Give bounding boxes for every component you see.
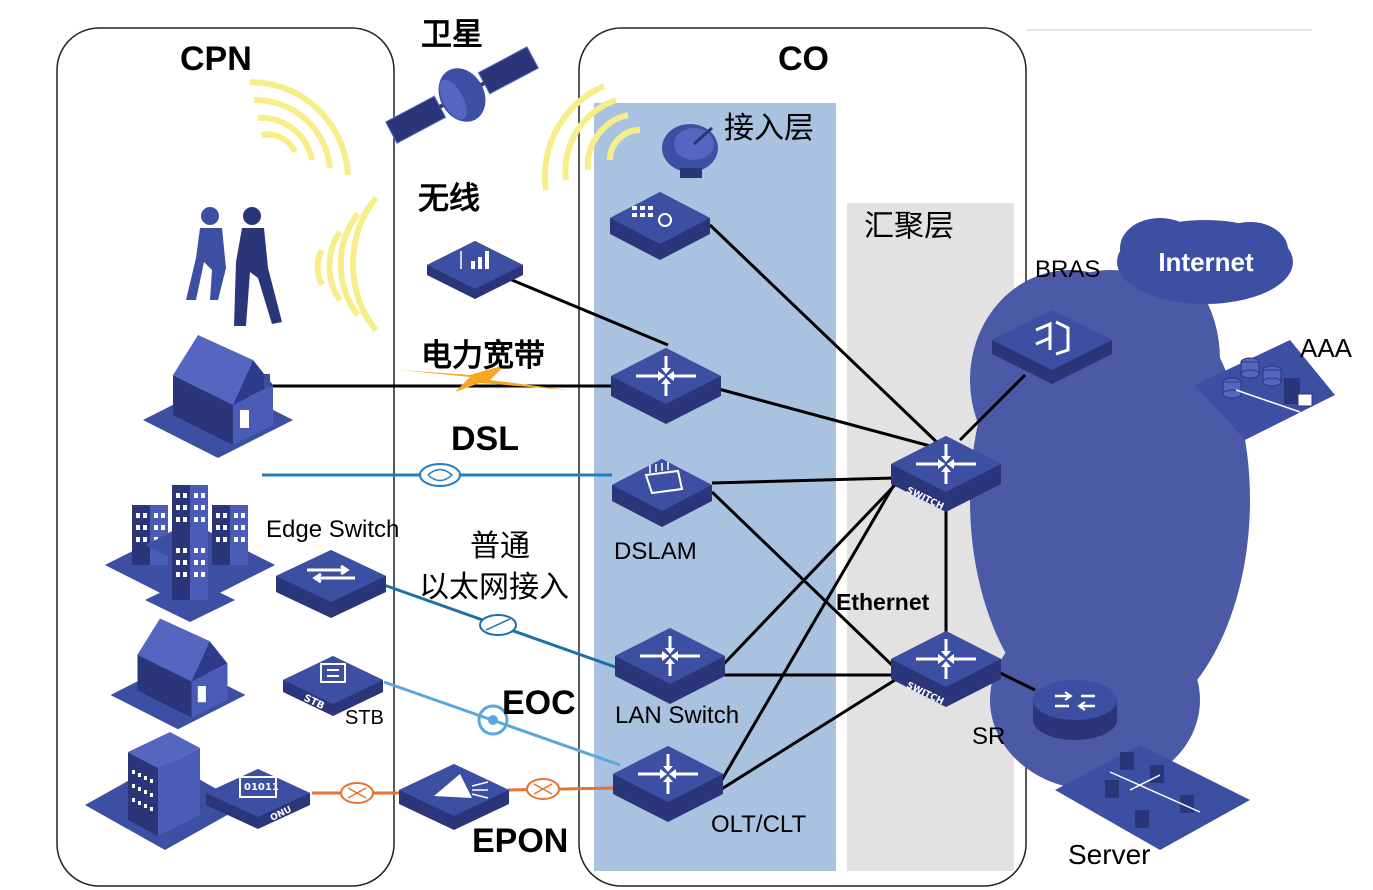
epon-marker-olt-icon [526, 778, 560, 800]
dslam-label: DSLAM [614, 538, 697, 565]
wireless-ap-icon [427, 241, 523, 299]
bras-label: BRAS [1035, 256, 1101, 283]
edge-switch-icon[interactable] [276, 550, 386, 618]
epon-label: EPON [472, 822, 569, 860]
satellite-terminal-icon [610, 192, 710, 260]
aaa-server-icon [1195, 340, 1335, 440]
access-layer-label: 接入层 [724, 111, 814, 146]
eoc-marker-icon [477, 704, 509, 736]
server-farm-icon [1055, 745, 1250, 850]
lan-switch-label: LAN Switch [615, 702, 740, 729]
backbone-links [487, 223, 1036, 792]
ethernet-label: Ethernet [836, 589, 930, 615]
aggregation-layer-label: 汇聚层 [864, 209, 954, 244]
power-line-bolt-icon [400, 365, 568, 392]
wireless-signal [314, 196, 379, 332]
satellite-icon [385, 46, 539, 144]
wireless-label: 无线 [418, 181, 480, 217]
dsl-marker-icon [419, 463, 461, 487]
cpn-zone-title: CPN [180, 40, 252, 78]
eoc-link [383, 680, 621, 767]
house-1-icon [143, 335, 293, 458]
aaa-label: AAA [1300, 333, 1353, 363]
cpn-frame [56, 27, 395, 887]
power-line-label: 电力宽带 [421, 338, 545, 374]
onu-bits: 01011 [244, 782, 279, 793]
epon-link-olt [507, 786, 619, 792]
olt-clt-label: OLT/CLT [711, 811, 807, 838]
house-antenna-icon [264, 374, 270, 388]
house-2-icon [110, 618, 246, 730]
office-building-icon [85, 732, 245, 850]
ethernet-marker-icon [479, 614, 517, 636]
sr-label: SR [972, 723, 1006, 750]
onu-icon[interactable]: 01011 ONU [206, 769, 310, 829]
epon-marker-onu-icon [340, 782, 374, 804]
satellite-signal-cpn [249, 78, 351, 176]
apartment-complex-icon [105, 485, 275, 622]
mobile-users-icon [186, 207, 282, 326]
co-zone-title: CO [778, 40, 829, 78]
edge-switch-label: Edge Switch [266, 516, 400, 543]
server-label: Server [1068, 839, 1151, 870]
satellite-label: 卫星 [421, 17, 483, 53]
bras-icon[interactable] [992, 310, 1112, 384]
dslam-icon[interactable] [612, 459, 712, 527]
stb-label: STB [345, 707, 384, 729]
dsl-label: DSL [451, 420, 519, 458]
ethernet-access-label-line1: 普通 [470, 529, 530, 564]
eoc-label: EOC [502, 684, 576, 722]
internet-label: Internet [1158, 247, 1254, 277]
stb-icon[interactable]: STB [283, 656, 383, 716]
satellite-signal-co [542, 83, 641, 191]
optical-splitter-icon[interactable] [399, 764, 509, 830]
sr-router-icon[interactable] [1033, 680, 1117, 740]
satellite-dish-icon [662, 124, 718, 178]
internet-cloud [970, 218, 1293, 790]
ethernet-access-label-line2: 以太网接入 [419, 570, 569, 605]
